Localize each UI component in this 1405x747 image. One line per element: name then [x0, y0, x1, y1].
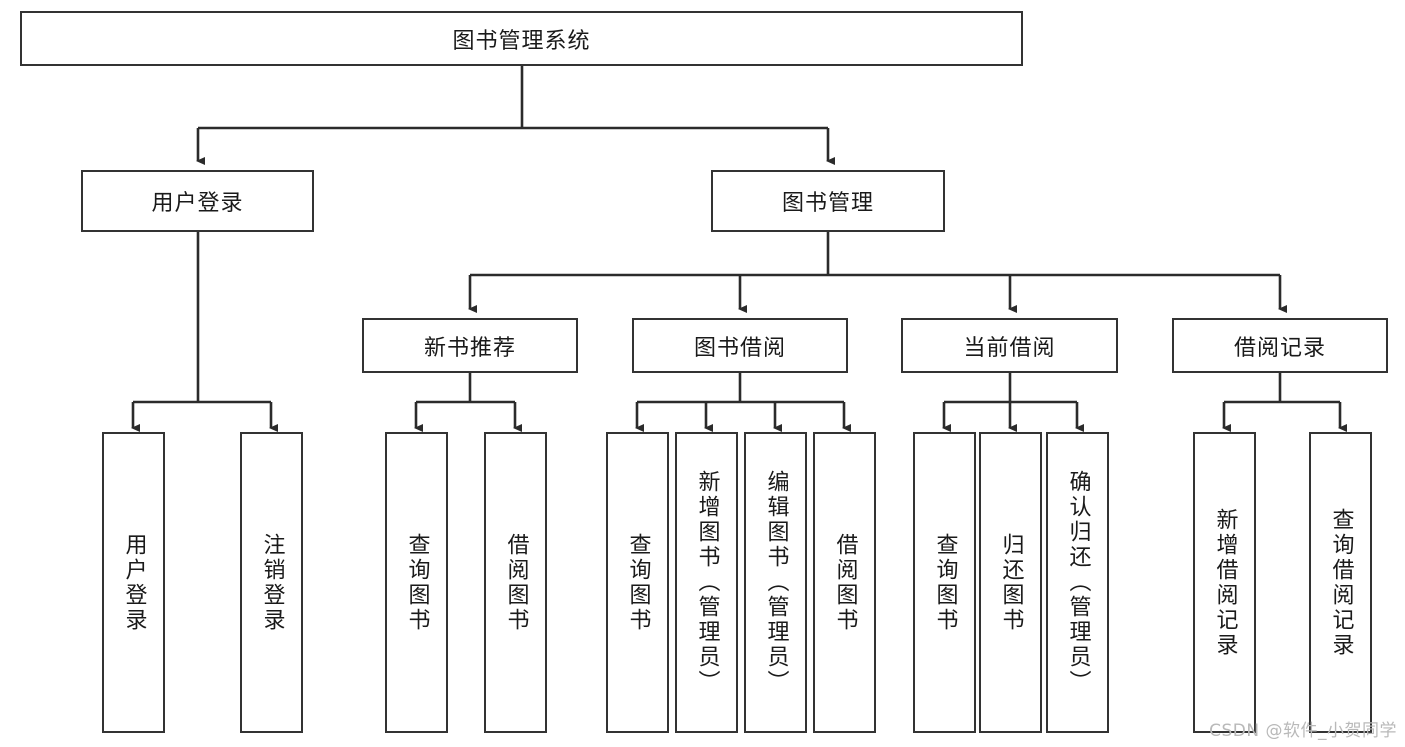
node-leaf-confirm-return-admin[interactable]: 确认归还（管理员）	[1046, 432, 1109, 733]
node-label: 查询图书	[404, 532, 430, 633]
node-label: 查询图书	[625, 532, 651, 633]
node-book-borrow[interactable]: 图书借阅	[632, 318, 848, 373]
node-leaf-edit-book-admin[interactable]: 编辑图书（管理员）	[744, 432, 807, 733]
node-label: 借阅记录	[1233, 335, 1326, 361]
node-leaf-logout[interactable]: 注销登录	[240, 432, 303, 733]
node-book-management[interactable]: 图书管理	[711, 170, 945, 232]
node-label: 图书借阅	[693, 335, 786, 361]
node-leaf-user-login[interactable]: 用户登录	[102, 432, 165, 733]
node-label: 新书推荐	[423, 335, 516, 361]
node-leaf-query-book-borrow[interactable]: 查询图书	[606, 432, 669, 733]
node-label: 编辑图书（管理员）	[763, 470, 789, 695]
node-borrow-record[interactable]: 借阅记录	[1172, 318, 1388, 373]
node-leaf-borrow-book[interactable]: 借阅图书	[813, 432, 876, 733]
node-label: 查询图书	[932, 532, 958, 633]
node-label: 新增借阅记录	[1212, 507, 1238, 658]
node-leaf-return-book[interactable]: 归还图书	[979, 432, 1042, 733]
node-label: 归还图书	[998, 532, 1024, 633]
node-label: 用户登录	[151, 191, 244, 216]
node-label: 用户登录	[121, 532, 147, 633]
watermark-text: CSDN @软件_小贺同学	[1209, 721, 1397, 741]
node-label: 借阅图书	[503, 532, 529, 633]
node-current-borrow[interactable]: 当前借阅	[901, 318, 1118, 373]
node-leaf-query-book-current[interactable]: 查询图书	[913, 432, 976, 733]
node-leaf-borrow-book-recommend[interactable]: 借阅图书	[484, 432, 547, 733]
node-root-book-management-system[interactable]: 图书管理系统	[20, 11, 1023, 66]
node-label: 确认归还（管理员）	[1065, 470, 1091, 695]
node-label: 图书管理系统	[452, 28, 591, 54]
node-leaf-query-borrow-record[interactable]: 查询借阅记录	[1309, 432, 1372, 733]
node-new-book-recommend[interactable]: 新书推荐	[362, 318, 578, 373]
node-label: 借阅图书	[832, 532, 858, 633]
node-user-login[interactable]: 用户登录	[81, 170, 314, 232]
node-leaf-query-book-recommend[interactable]: 查询图书	[385, 432, 448, 733]
node-label: 查询借阅记录	[1328, 507, 1354, 658]
node-label: 当前借阅	[963, 335, 1056, 361]
node-label: 注销登录	[259, 532, 285, 633]
node-leaf-add-borrow-record[interactable]: 新增借阅记录	[1193, 432, 1256, 733]
node-label: 新增图书（管理员）	[694, 470, 720, 695]
node-leaf-add-book-admin[interactable]: 新增图书（管理员）	[675, 432, 738, 733]
node-label: 图书管理	[781, 191, 874, 216]
